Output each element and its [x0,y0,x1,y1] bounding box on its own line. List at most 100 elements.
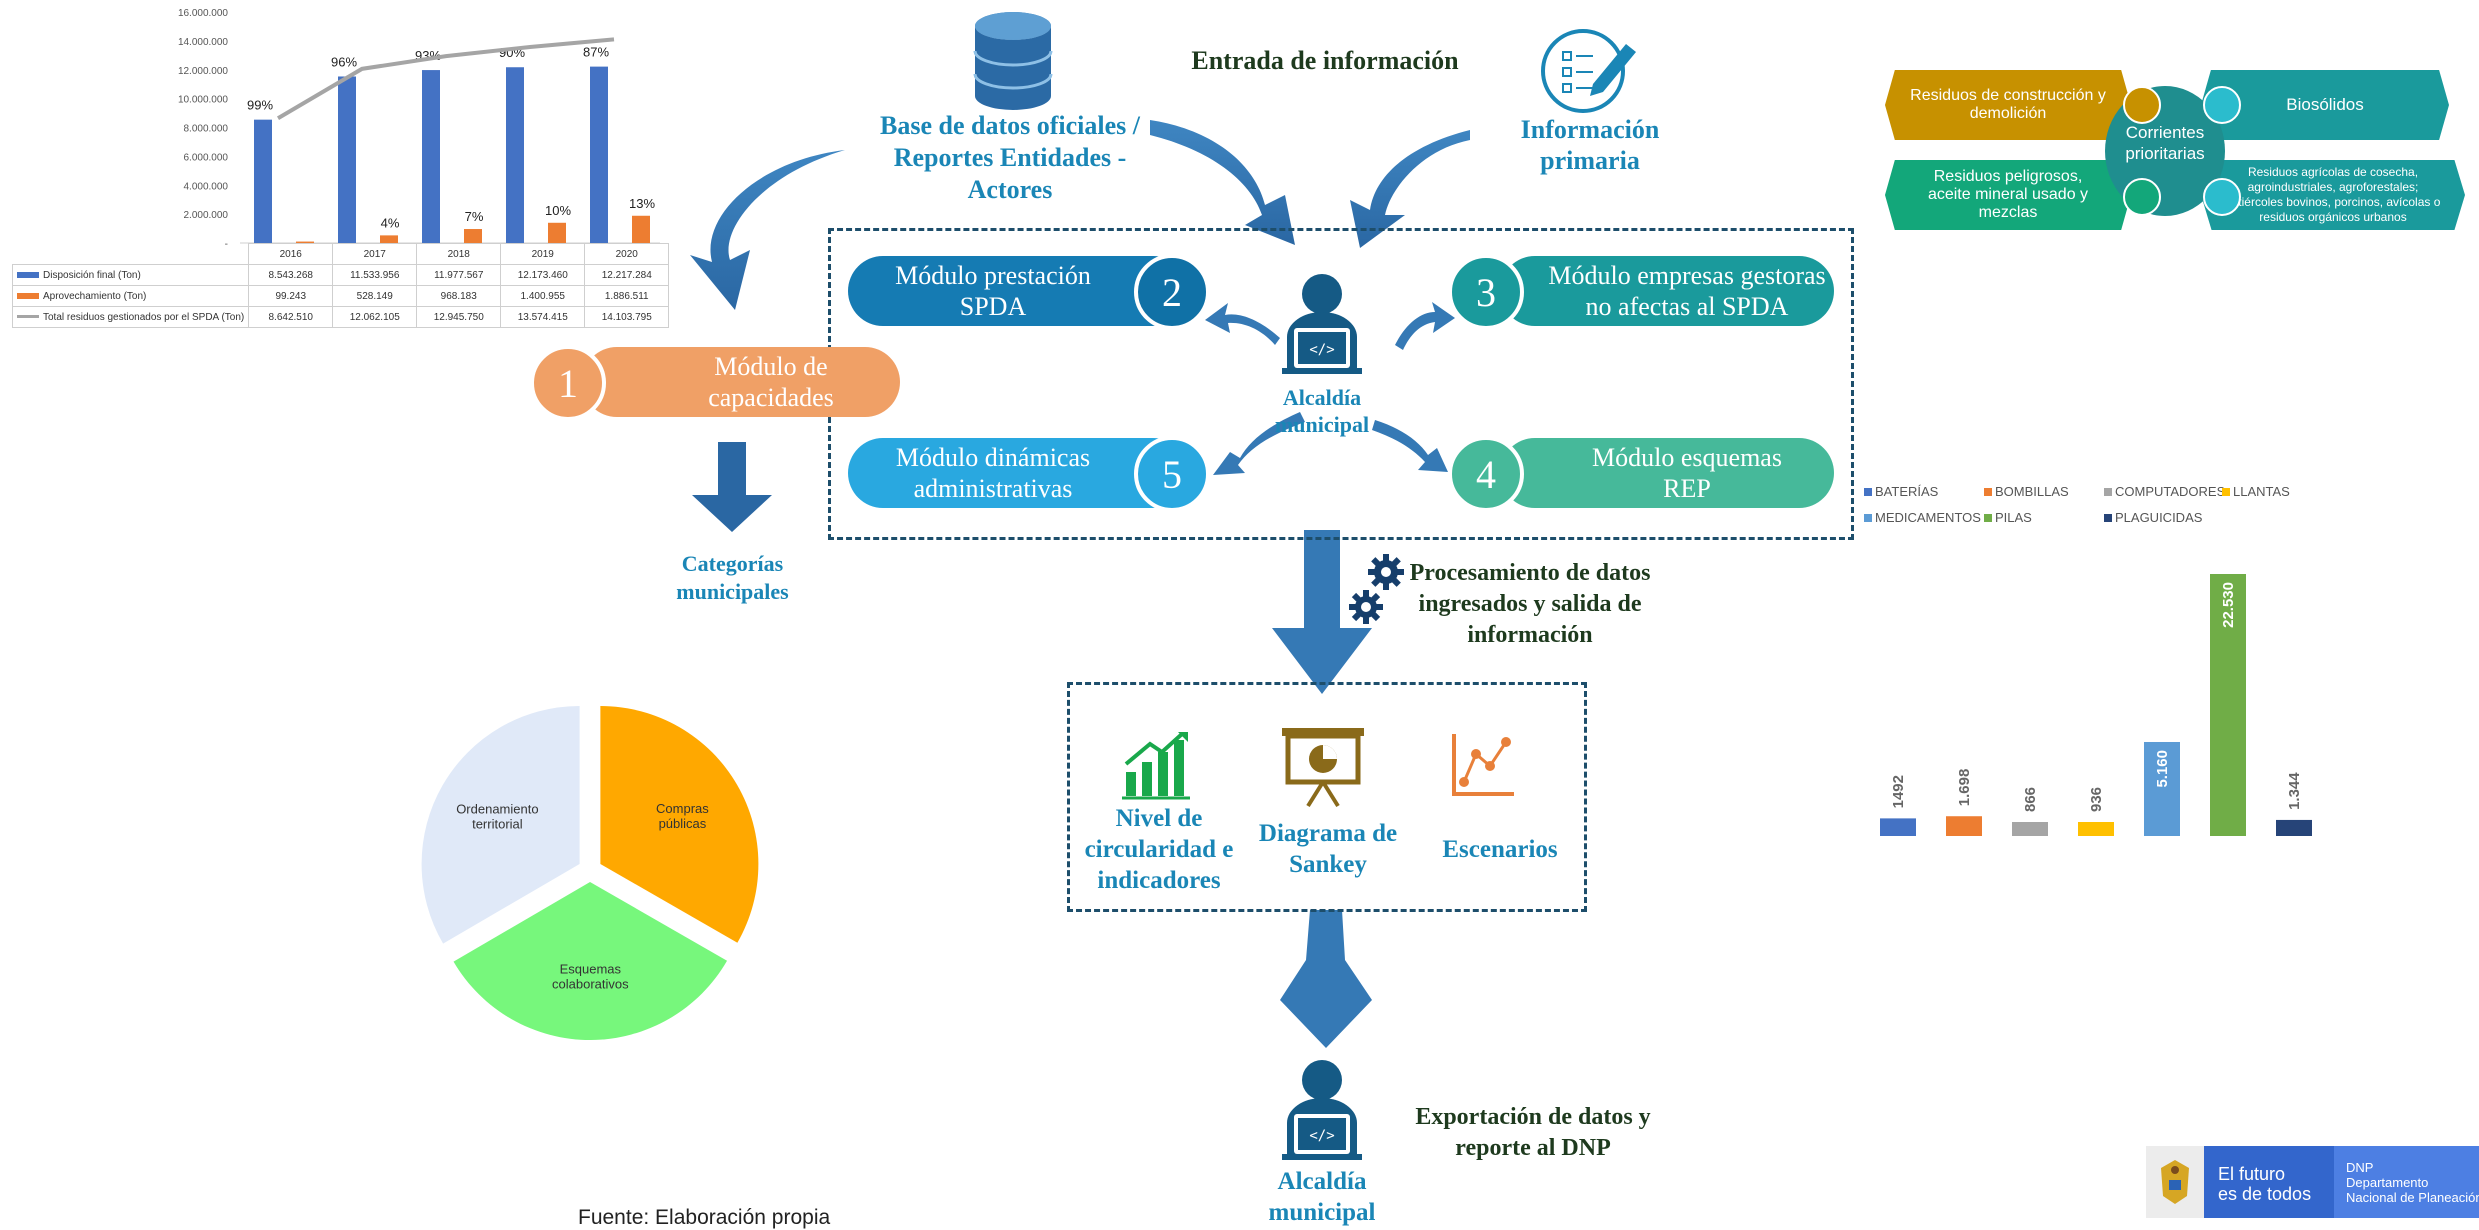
module-1-number: 1 [530,345,606,421]
legend-item: BOMBILLAS [1984,484,2069,499]
dnp-line3: Nacional de Planeación [2346,1190,2479,1205]
corrientes-dot-1 [2123,86,2161,124]
table-cell: 12.217.284 [584,264,670,286]
output-escenarios[interactable]: Escenarios [1442,836,1558,863]
pie-slice [453,881,728,1040]
module-4-label: Módulo esquemas REP [1592,443,1782,503]
corrientes-dot-2 [2203,86,2241,124]
module-3-number: 3 [1448,254,1524,330]
user-laptop-icon-bottom: </> [1282,1060,1362,1160]
primary-info-label: Información primaria [1520,115,1660,175]
table-series-label: Aprovechamiento (Ton) [11,285,250,307]
legend-label: LLANTAS [2233,484,2290,499]
legend-item: BATERÍAS [1864,484,1938,499]
bar-disposicion [254,119,272,243]
legend-swatch [1864,514,1872,522]
table-cell: 12.945.750 [416,306,502,328]
pct-label-disposicion: 96% [331,54,357,69]
table-cell: 968.183 [416,285,502,307]
legend-label: PILAS [1995,510,2032,525]
coat-of-arms-icon [2146,1146,2204,1218]
module-dinamicas-administrativas[interactable]: Módulo dinámicas administrativas [848,438,1188,508]
table-cell: 8.543.268 [248,264,334,286]
legend-swatch [1984,488,1992,496]
growth-chart-icon [1122,732,1190,800]
table-row: Total residuos gestionados por el SPDA (… [11,306,670,328]
rep-bar [2078,822,2114,836]
corrientes-center-label: Corrientes prioritarias [2125,123,2205,163]
module-capacidades[interactable]: Módulo de capacidades [582,347,900,417]
arrow-databases-to-alcaldia [1150,120,1295,245]
table-cell: 99.243 [248,285,334,307]
module-3-label: Módulo empresas gestoras no afectas al S… [1548,261,1826,321]
pie-slice-label: Esquemas [560,961,622,976]
y-tick-label: - [225,239,228,250]
pie-slice-label: Ordenamiento [456,801,538,816]
corrientes-diagram: Residuos de construcción y demolición Bi… [1885,66,2465,236]
series-name: Total residuos gestionados por el SPDA (… [43,311,245,323]
rep-bar-label: 936 [2088,787,2105,812]
table-cell: 1.400.955 [500,285,586,307]
dnp-line2: Departamento [2346,1175,2429,1190]
pct-label-aprovechamiento: 4% [381,215,400,230]
legend-swatch [1984,514,1992,522]
output-circularidad[interactable]: Nivel de circularidad e indicadores [1084,805,1234,894]
waste-chart-svg: 16.000.00014.000.00012.000.00010.000.000… [178,8,660,250]
output-sankey[interactable]: Diagrama de Sankey [1258,820,1398,878]
corriente-agricolas: Residuos agrícolas de cosecha, agroindus… [2201,160,2465,230]
legend-swatch [2222,488,2230,496]
bar-aprovechamiento [548,222,566,243]
module-1-label: Módulo de capacidades [708,352,834,412]
source-note: Fuente: Elaboración propia [578,1206,831,1229]
presentation-pie-icon [1282,728,1364,808]
module-2-number: 2 [1134,254,1210,330]
rep-bar [2012,822,2048,836]
corriente-peligrosos: Residuos peligrosos, aceite mineral usad… [1885,160,2131,230]
processing-label: Procesamiento de datos ingresados y sali… [1409,560,1651,648]
futuro-line2: es de todos [2218,1184,2312,1204]
table-corner [13,244,249,265]
dnp-block: DNP Departamento Nacional de Planeación [2334,1146,2479,1218]
module-prestacion-spda[interactable]: Módulo prestación SPDA [848,256,1188,326]
pie-slice-label: públicas [659,816,707,831]
bar-aprovechamiento [464,229,482,243]
rep-bar [2144,741,2180,836]
module-empresas-gestoras[interactable]: Módulo empresas gestoras no afectas al S… [1500,256,1834,326]
module-esquemas-rep[interactable]: Módulo esquemas REP [1500,438,1834,508]
legend-swatch [2104,488,2112,496]
pct-label-aprovechamiento: 10% [545,203,571,218]
rep-bar-label: 22.530 [2220,582,2237,628]
legend-swatch [2104,514,2112,522]
bar-disposicion [506,67,524,244]
bar-aprovechamiento [296,241,314,243]
y-tick-label: 10.000.000 [178,95,228,106]
legend-label: BOMBILLAS [1995,484,2069,499]
corrientes-dot-3 [2123,178,2161,216]
export-label: Exportación de datos y reporte al DNP [1415,1104,1651,1161]
y-tick-label: 2.000.000 [184,210,229,221]
pie-slice [600,705,759,943]
y-tick-label: 6.000.000 [184,152,229,163]
table-cell: 12.173.460 [500,264,586,286]
legend-label: MEDICAMENTOS [1875,510,1981,525]
pie-slice-label: Compras [656,801,709,816]
line-chart-icon [1452,734,1514,796]
table-cell: 8.642.510 [248,306,334,328]
module-5-label: Módulo dinámicas administrativas [895,443,1091,503]
module-5-number: 5 [1134,436,1210,512]
rep-bar [1946,816,1982,836]
rep-bar-label: 1.344 [2286,772,2303,810]
series-name: Disposición final (Ton) [43,269,141,281]
table-year-header: 2018 [416,243,502,265]
table-cell: 13.574.415 [500,306,586,328]
database-icon [973,12,1053,110]
svg-text:</>: </> [1309,1128,1334,1144]
module-2-label: Módulo prestación SPDA [895,261,1091,321]
y-tick-label: 14.000.000 [178,37,228,48]
